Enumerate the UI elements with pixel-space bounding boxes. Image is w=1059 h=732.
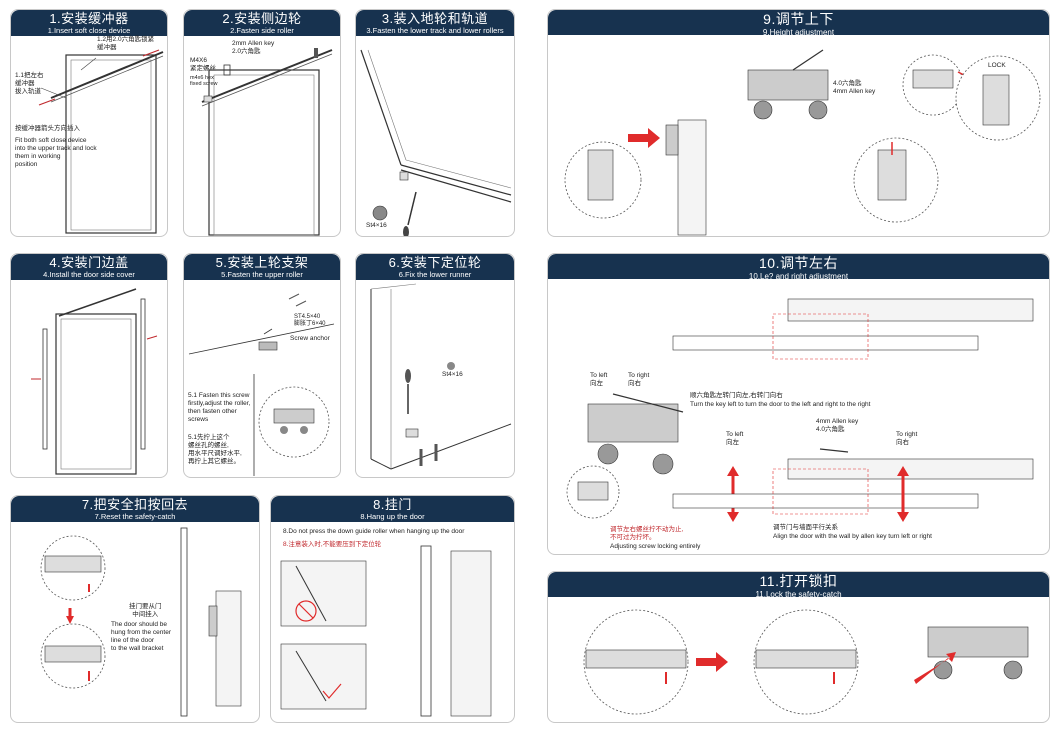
- step-6-header: 6.安装下定位轮 6.Fix the lower runner: [356, 254, 514, 280]
- step-11-panel: 11.打开锁扣 11.Lock the safety-catch: [547, 571, 1050, 723]
- step-3-title-en: 3.Fasten the lower track and lower rolle…: [366, 26, 504, 35]
- step-8-panel: 8.挂门 8.Hang up the door 8.Do not press t…: [270, 495, 515, 723]
- step-2-panel: 2.安装侧边轮 2.Fasten side roller 2mm Allen k…: [183, 9, 341, 237]
- step-7-label-b: The door should be hung from the center …: [111, 621, 171, 652]
- step-3-title-cn: 3.装入地轮和轨道: [381, 11, 489, 26]
- step-9-label-a: 4.0六角匙 4mm Allen key: [833, 80, 876, 95]
- step-6-title-en: 6.Fix the lower runner: [398, 270, 472, 279]
- step-2-label-b: M4X6 紧定螺丝: [190, 57, 216, 72]
- step-1-label-c: 按缓冲器箭头方向插入: [15, 125, 80, 132]
- step-11-title-en: 11.Lock the safety-catch: [755, 590, 842, 599]
- step-9-header: 9.调节上下 9.Height adjustment: [548, 10, 1049, 37]
- step-10-title-cn: 10.调节左右: [759, 255, 838, 271]
- step-10-label-j: 调节门与墙面平行关系: [773, 524, 838, 531]
- step-2-title-cn: 2.安装侧边轮: [222, 11, 302, 26]
- step-2-illustration: [201, 48, 333, 236]
- step-10-label-d: Turn the key left to turn the door to th…: [690, 401, 871, 408]
- step-10-label-k: Align the door with the wall by allen ke…: [773, 533, 932, 540]
- step-1-label-a: 1.2用2.0六角匙锁紧 缓冲器: [97, 36, 155, 51]
- step-8-title-cn: 8.挂门: [373, 497, 412, 512]
- step-7-title-en: 7.Reset the safety-catch: [94, 512, 176, 521]
- step-7-title-cn: 7.把安全扣按回去: [81, 497, 189, 512]
- step-4-illustration: [31, 288, 158, 475]
- step-8-label-b: 8.注意装入时,不能要压到下定位轮: [283, 541, 382, 548]
- step-10-label-e: To left 向左: [726, 431, 744, 446]
- step-11-title-cn: 11.打开锁扣: [759, 573, 838, 589]
- step-2-title-en: 2.Fasten side roller: [230, 26, 294, 35]
- step-1-label-b: 1.1把左右 缓冲器 拔入轨道: [15, 72, 44, 95]
- step-8-title-en: 8.Hang up the door: [360, 512, 425, 521]
- step-1-illustration: [38, 49, 164, 234]
- step-10-label-f: 4mm Allen key 4.0六角匙: [816, 418, 859, 433]
- step-10-label-h: 调节左右螺丝拧不动为止, 不可过为拧坏。: [610, 526, 684, 541]
- step-11-header: 11.打开锁扣 11.Lock the safety-catch: [548, 572, 1049, 599]
- step-10-label-a: To left 向左: [590, 372, 608, 387]
- step-3-header: 3.装入地轮和轨道 3.Fasten the lower track and l…: [356, 10, 514, 36]
- step-5-header: 5.安装上轮支架 5.Fasten the upper roller: [184, 254, 340, 280]
- step-5-label-d: 5.1先拧上这个 螺丝孔的螺丝, 用水平尺调好水平, 再拧上其它螺丝。: [188, 434, 242, 465]
- step-7-header: 7.把安全扣按回去 7.Reset the safety-catch: [11, 496, 259, 522]
- step-2-label-a: 2mm Allen key 2.0六角匙: [232, 40, 275, 55]
- step-3-illustration: [360, 49, 512, 236]
- step-9-title-en: 9.Height adjustment: [762, 28, 835, 37]
- step-7-label-a: 挂门要从门 中间挂入: [129, 603, 162, 618]
- step-4-panel: 4.安装门边盖 4.Install the door side cover: [10, 253, 168, 478]
- step-6-label-a: St4×16: [442, 371, 463, 378]
- step-11-illustration: [583, 609, 1029, 715]
- step-3-panel: 3.装入地轮和轨道 3.Fasten the lower track and l…: [355, 9, 515, 237]
- step-1-title-en: 1.Insert soft close device: [47, 26, 131, 35]
- step-5-title-cn: 5.安装上轮支架: [215, 255, 309, 270]
- step-10-illustration: [566, 298, 1034, 522]
- step-2-header: 2.安装侧边轮 2.Fasten side roller: [184, 10, 340, 36]
- step-7-panel: 7.把安全扣按回去 7.Reset the safety-catch 挂门要从门…: [10, 495, 260, 723]
- step-10-label-b: To right 向右: [628, 372, 650, 387]
- step-6-panel: 6.安装下定位轮 6.Fix the lower runner St4×16: [355, 253, 515, 478]
- step-8-illustration: [280, 545, 492, 717]
- step-10-label-c: 顺六角匙左转门向左,右转门向右: [690, 392, 783, 399]
- step-1-label-d: Fit both soft close device into the uppe…: [15, 137, 97, 168]
- step-5-label-c: 5.1 Fasten this screw firstly,adjust the…: [188, 392, 251, 423]
- step-5-label-a: ST4.5×40 膨胀丁6×40: [294, 314, 326, 327]
- step-5-title-en: 5.Fasten the upper roller: [221, 270, 303, 279]
- step-4-title-cn: 4.安装门边盖: [49, 255, 129, 270]
- step-1-title-cn: 1.安装缓冲器: [49, 11, 129, 26]
- step-2-label-c: m4x6 hex fixed screw: [190, 75, 218, 87]
- step-10-label-g: To right 向右: [896, 431, 918, 446]
- step-1-header: 1.安装缓冲器 1.Insert soft close device: [11, 10, 167, 36]
- step-10-label-i: Adjusting screw locking entirely: [610, 543, 701, 550]
- step-10-header: 10.调节左右 10.Le? and right adjustment: [548, 254, 1049, 281]
- step-1-panel: 1.安装缓冲器 1.Insert soft close device 1.2用2…: [10, 9, 168, 237]
- step-8-label-a: 8.Do not press the down guide roller whe…: [283, 528, 465, 535]
- step-5-label-b: Screw anchor: [290, 335, 330, 342]
- step-6-illustration: [370, 283, 512, 470]
- step-9-panel: 9.调节上下 9.Height adjustment 4.0六角匙 4mm Al…: [547, 9, 1050, 237]
- step-3-label-a: St4×16: [366, 222, 387, 229]
- step-4-title-en: 4.Install the door side cover: [43, 270, 135, 279]
- step-9-illustration: [564, 49, 1041, 236]
- step-6-title-cn: 6.安装下定位轮: [388, 255, 482, 270]
- step-8-header: 8.挂门 8.Hang up the door: [271, 496, 514, 522]
- step-5-illustration: [188, 293, 335, 476]
- step-4-header: 4.安装门边盖 4.Install the door side cover: [11, 254, 167, 280]
- step-5-panel: 5.安装上轮支架 5.Fasten the upper roller ST4.5…: [183, 253, 341, 478]
- step-10-title-en: 10.Le? and right adjustment: [748, 272, 849, 281]
- step-7-illustration: [40, 527, 242, 717]
- step-10-panel: 10.调节左右 10.Le? and right adjustment To l…: [547, 253, 1050, 555]
- step-9-label-b: LOCK: [988, 62, 1006, 69]
- step-9-title-cn: 9.调节上下: [763, 11, 834, 27]
